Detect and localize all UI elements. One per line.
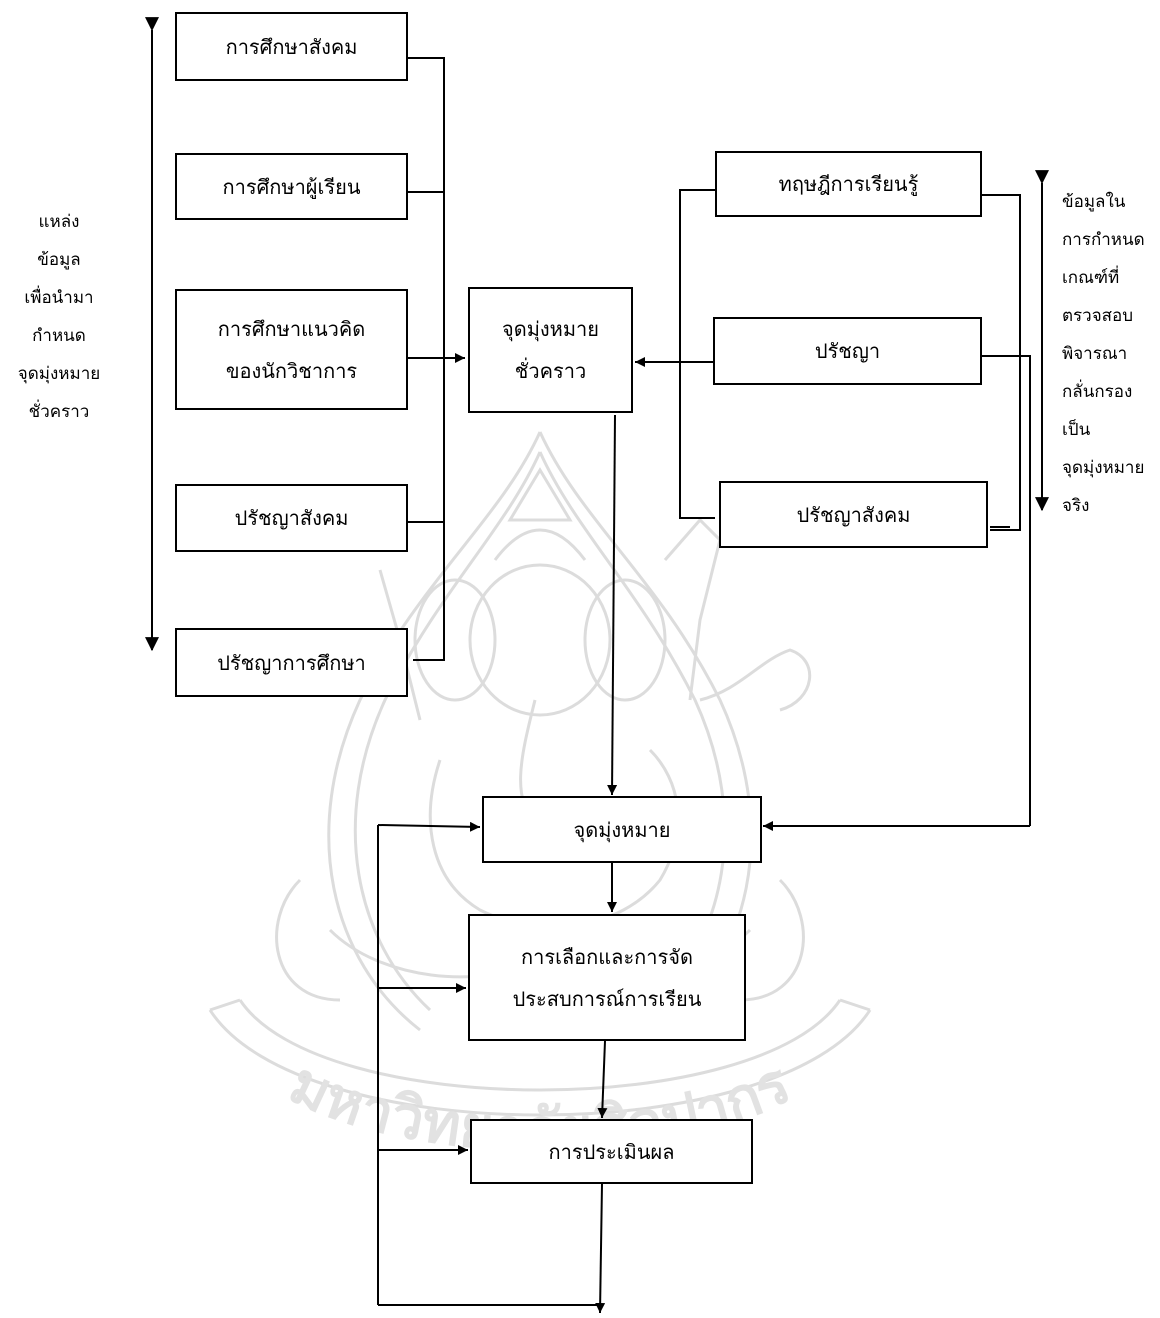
source-learner-study: การศึกษาผู้เรียน <box>175 153 408 220</box>
arrow-eval-down <box>595 1183 606 1314</box>
left-sources-label: แหล่ง ข้อมูล เพื่อนำมา กำหนด จุดมุ่งหมาย… <box>17 212 101 422</box>
right-bracket <box>679 189 715 519</box>
goal-box: จุดมุ่งหมาย <box>482 796 762 863</box>
evaluation-box: การประเมินผล <box>470 1119 753 1184</box>
tentative-goal-box: จุดมุ่งหมาย ชั่วคราว <box>468 287 633 413</box>
source-scholar-concepts: การศึกษาแนวคิด ของนักวิชาการ <box>175 289 408 410</box>
source-social-philosophy: ปรัชญาสังคม <box>175 484 408 552</box>
screen-social-philosophy: ปรัชญาสังคม <box>719 481 988 548</box>
arrow-tentative-to-goal <box>607 414 618 796</box>
source-social-study: การศึกษาสังคม <box>175 12 408 81</box>
right-criteria-label: ข้อมูลใน การกำหนด เกณฑ์ที่ ตรวจสอบ พิจาร… <box>1062 192 1145 516</box>
screen-learning-theory: ทฤษฎีการเรียนรู้ <box>715 151 982 217</box>
feedback-to-goal <box>377 821 481 832</box>
selection-box: การเลือกและการจัด ประสบการณ์การเรียน <box>468 914 746 1041</box>
arrow-selection-to-eval <box>597 1040 608 1119</box>
source-education-philosophy: ปรัชญาการศึกษา <box>175 628 408 697</box>
screen-philosophy: ปรัชญา <box>713 317 982 385</box>
